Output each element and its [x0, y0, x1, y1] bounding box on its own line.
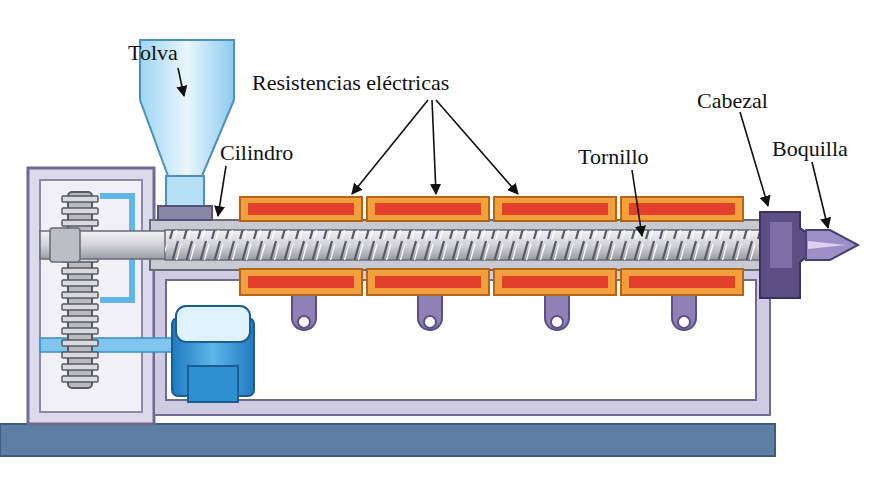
nozzle-bore	[808, 241, 846, 249]
heater-element	[248, 276, 354, 288]
head	[760, 212, 808, 298]
motor	[172, 306, 254, 402]
nozzle	[806, 230, 858, 260]
gear-tooth	[62, 316, 98, 322]
gear-frame	[28, 168, 154, 424]
base-plate	[0, 424, 775, 456]
heater-brackets	[292, 295, 696, 330]
heater-element	[502, 276, 608, 288]
heater-band	[367, 269, 489, 295]
hopper	[140, 40, 234, 220]
gear	[62, 192, 98, 388]
part-label: Resistencias eléctricas	[252, 72, 449, 94]
gear-tooth	[62, 364, 98, 370]
heater-element	[375, 203, 481, 215]
gear-tooth	[62, 352, 98, 358]
heater-band	[367, 197, 489, 221]
heater-element	[629, 203, 735, 215]
part-label: Cabezal	[697, 90, 768, 112]
gear-tooth	[62, 304, 98, 310]
heater-element	[502, 203, 608, 215]
part-label: Tornillo	[578, 146, 649, 168]
heater-band	[494, 197, 616, 221]
gear-tooth	[62, 340, 98, 346]
heater-band	[621, 269, 743, 295]
gear-frame-inner	[40, 180, 142, 412]
leader-lines	[178, 68, 828, 236]
gear-tooth	[62, 196, 98, 202]
drive-belt	[40, 338, 190, 352]
screw-flights	[165, 230, 775, 260]
gear-tooth	[62, 292, 98, 298]
gear-tooth	[62, 376, 98, 382]
shaft-coupling	[50, 228, 80, 262]
heater-element	[248, 203, 354, 215]
gear-tooth	[62, 280, 98, 286]
head-inner	[770, 222, 792, 268]
part-label: Boquilla	[772, 138, 848, 160]
heater-band	[240, 269, 362, 295]
gear-tooth	[62, 328, 98, 334]
screw-core	[165, 230, 775, 260]
heater-element	[629, 276, 735, 288]
gear-tooth	[62, 220, 98, 226]
machine-frame	[154, 268, 770, 415]
part-label: Tolva	[128, 42, 178, 64]
heater-band	[240, 197, 362, 221]
heater-band	[494, 269, 616, 295]
part-label: Cilindro	[220, 142, 293, 164]
gear-tooth	[62, 268, 98, 274]
heater-element	[375, 276, 481, 288]
gear-tooth	[62, 208, 98, 214]
